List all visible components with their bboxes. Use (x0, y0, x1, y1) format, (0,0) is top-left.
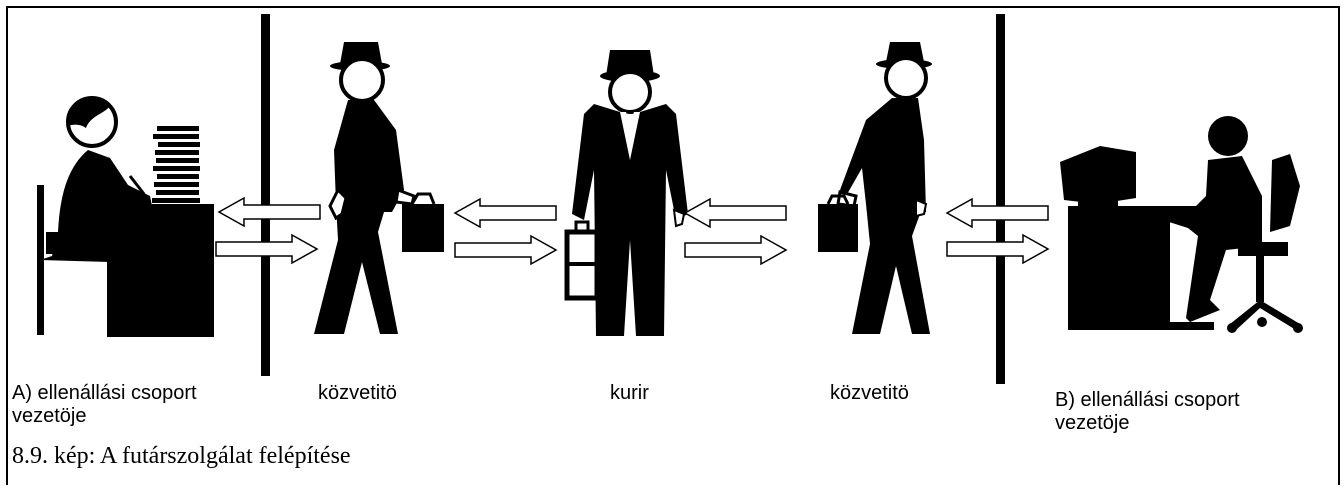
label-courier: kurir (610, 382, 649, 404)
writing-person-at-desk-icon (37, 96, 214, 337)
label-leader-b: B) ellenállási csoport vezetöje (1055, 389, 1240, 435)
label-leader-b-line2: vezetöje (1055, 412, 1130, 434)
standing-courier-icon (564, 50, 688, 336)
figure-frame (6, 6, 1340, 485)
double-arrow-icon-2 (453, 197, 558, 266)
walking-man-with-briefcase-icon-right (818, 42, 932, 334)
label-leader-a-line1: A) ellenállási csoport (12, 382, 197, 404)
double-arrow-icon-3 (683, 197, 788, 266)
label-leader-a: A) ellenállási csoport vezetöje (12, 382, 197, 428)
separator-right (996, 14, 1005, 384)
figure-caption: 8.9. kép: A futárszolgálat felépítése (12, 443, 351, 469)
double-arrow-icon-4 (945, 197, 1050, 265)
label-intermediary-right: közvetitö (830, 382, 909, 404)
double-arrow-icon-1 (215, 196, 321, 265)
walking-man-with-briefcase-icon-left (314, 42, 444, 334)
label-leader-b-line1: B) ellenállási csoport (1055, 389, 1240, 411)
label-leader-a-line2: vezetöje (12, 405, 87, 427)
label-intermediary-left: közvetitö (318, 382, 397, 404)
separator-left (261, 14, 270, 376)
person-at-computer-icon (1060, 116, 1303, 333)
